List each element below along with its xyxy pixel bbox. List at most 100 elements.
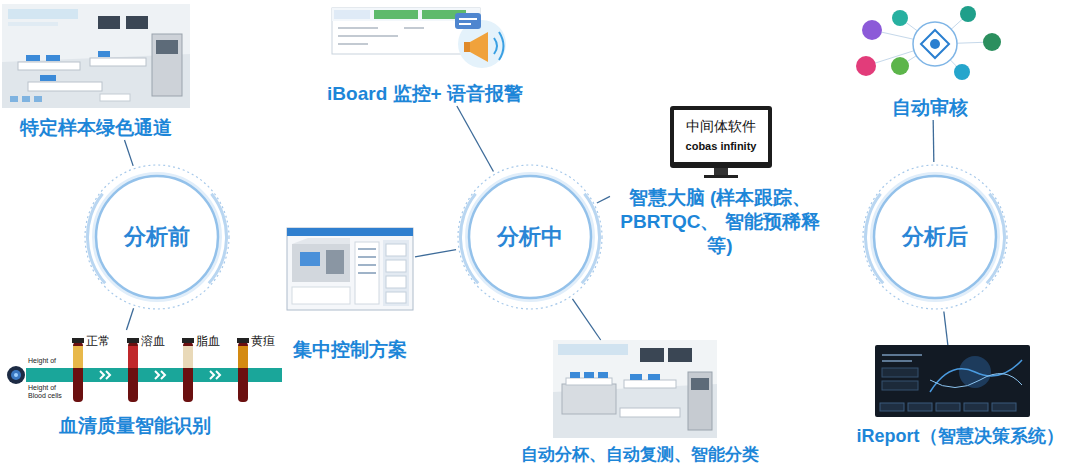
feature-caption: 集中控制方案 bbox=[292, 338, 408, 362]
illustration-label: 黄疸 bbox=[251, 335, 275, 349]
rule-icon bbox=[960, 6, 976, 22]
phase-label: 分析中 bbox=[497, 222, 563, 252]
phase-circle: 分析前 bbox=[82, 162, 232, 312]
monitor-illustration bbox=[670, 106, 772, 178]
tube-rack bbox=[46, 55, 60, 61]
iboard-illustration bbox=[332, 8, 506, 68]
tube-serum bbox=[238, 346, 248, 368]
screen-row bbox=[404, 27, 424, 29]
tube-rack bbox=[648, 374, 660, 380]
tube-rack bbox=[26, 55, 40, 61]
feature-caption: 自动审核 bbox=[891, 96, 969, 120]
hub-dot bbox=[930, 39, 940, 49]
ring-glow bbox=[96, 176, 218, 298]
tube-rack bbox=[40, 75, 56, 81]
side-panel bbox=[383, 240, 409, 306]
thumbnail bbox=[386, 244, 406, 256]
status-box bbox=[292, 287, 350, 304]
sound-wave bbox=[499, 32, 504, 60]
dashboard-tab bbox=[992, 403, 1016, 411]
ring-glow bbox=[469, 176, 591, 298]
feature-panel: 特定样本绿色通道 bbox=[2, 4, 190, 140]
monitor-base bbox=[704, 175, 738, 178]
dashboard-tab bbox=[908, 403, 932, 411]
machine-part bbox=[300, 252, 320, 266]
tube-rack bbox=[598, 372, 608, 378]
illustration-label: cobas infinity bbox=[686, 140, 757, 153]
camera bbox=[7, 366, 25, 384]
outer-dashed-ring bbox=[863, 165, 1007, 309]
feature-caption: 血清质量智能识别 bbox=[58, 414, 212, 438]
analyzer-screen bbox=[691, 378, 709, 390]
connector-line bbox=[415, 250, 456, 257]
room-banner bbox=[558, 344, 628, 355]
dashboard-tile bbox=[882, 368, 918, 377]
wall-monitor bbox=[668, 348, 692, 362]
sample-box bbox=[10, 96, 18, 102]
sound-wave bbox=[494, 38, 497, 54]
monitor-screen bbox=[674, 110, 768, 162]
lab-bench bbox=[28, 82, 102, 91]
lab-bench bbox=[620, 408, 680, 417]
title-bar bbox=[287, 228, 413, 236]
wall-monitor bbox=[98, 16, 120, 29]
dashboard-panel bbox=[875, 345, 1030, 417]
feature-panel: 集中控制方案 bbox=[285, 226, 415, 362]
tube-serum bbox=[73, 346, 83, 368]
camera-lens bbox=[11, 370, 21, 380]
room-wall bbox=[553, 340, 717, 438]
megaphone bbox=[464, 42, 471, 52]
list-row bbox=[358, 256, 376, 258]
outer-dashed-ring bbox=[458, 165, 602, 309]
feature-caption: iBoard 监控+ 语音报警 bbox=[326, 82, 524, 106]
lab-bench bbox=[90, 58, 146, 66]
feature-panel: iBoard 监控+ 语音报警 bbox=[326, 4, 524, 106]
connector-line bbox=[124, 140, 133, 166]
connector-line bbox=[126, 308, 133, 330]
sample-box bbox=[34, 96, 42, 102]
wall-monitor bbox=[126, 16, 148, 29]
rule-icon bbox=[891, 57, 909, 75]
status-cell bbox=[374, 10, 418, 19]
dashboard-line bbox=[882, 360, 912, 362]
control-window-illustration bbox=[287, 228, 413, 310]
tube-rack bbox=[98, 51, 110, 57]
room-wall bbox=[2, 4, 190, 108]
sorter-deck bbox=[566, 378, 612, 385]
camera-lens bbox=[14, 373, 18, 377]
dashboard-tab bbox=[964, 403, 988, 411]
phase-label: 分析前 bbox=[124, 222, 190, 252]
illustration-label: Height of Blood cells bbox=[28, 384, 68, 400]
screen-row bbox=[338, 43, 368, 45]
inner-ring bbox=[469, 176, 591, 298]
connector-line bbox=[933, 120, 935, 162]
dashboard-wave bbox=[930, 374, 1022, 388]
illustration-label: 中间体软件 bbox=[686, 119, 756, 135]
feature-panel: 自动审核 bbox=[830, 2, 1025, 120]
tube-rack bbox=[584, 372, 594, 378]
tube-cap bbox=[127, 338, 139, 343]
connector-line bbox=[457, 106, 494, 172]
analyzer-screen bbox=[156, 40, 178, 54]
inner-ring bbox=[874, 176, 996, 298]
phase-circle: 分析中 bbox=[455, 162, 605, 312]
tube-cap bbox=[182, 338, 194, 343]
analyzer bbox=[152, 34, 182, 96]
rule-icon bbox=[954, 64, 970, 80]
tube bbox=[73, 342, 83, 402]
rule-icon bbox=[983, 33, 1001, 51]
thumbnail bbox=[386, 260, 406, 272]
tube-serum bbox=[183, 346, 193, 368]
feature-caption: 自动分杯、自动复测、智能分类 bbox=[520, 444, 760, 465]
floor-sign bbox=[100, 94, 130, 101]
dashboard-tab bbox=[880, 403, 904, 411]
connector-line bbox=[597, 196, 610, 203]
tube-serum bbox=[128, 346, 138, 368]
machine-part bbox=[326, 250, 344, 274]
thumbnail bbox=[386, 276, 406, 288]
chat-line bbox=[459, 18, 477, 20]
room-banner bbox=[8, 22, 58, 26]
connector-line bbox=[572, 299, 600, 340]
thumbnail bbox=[386, 292, 406, 303]
